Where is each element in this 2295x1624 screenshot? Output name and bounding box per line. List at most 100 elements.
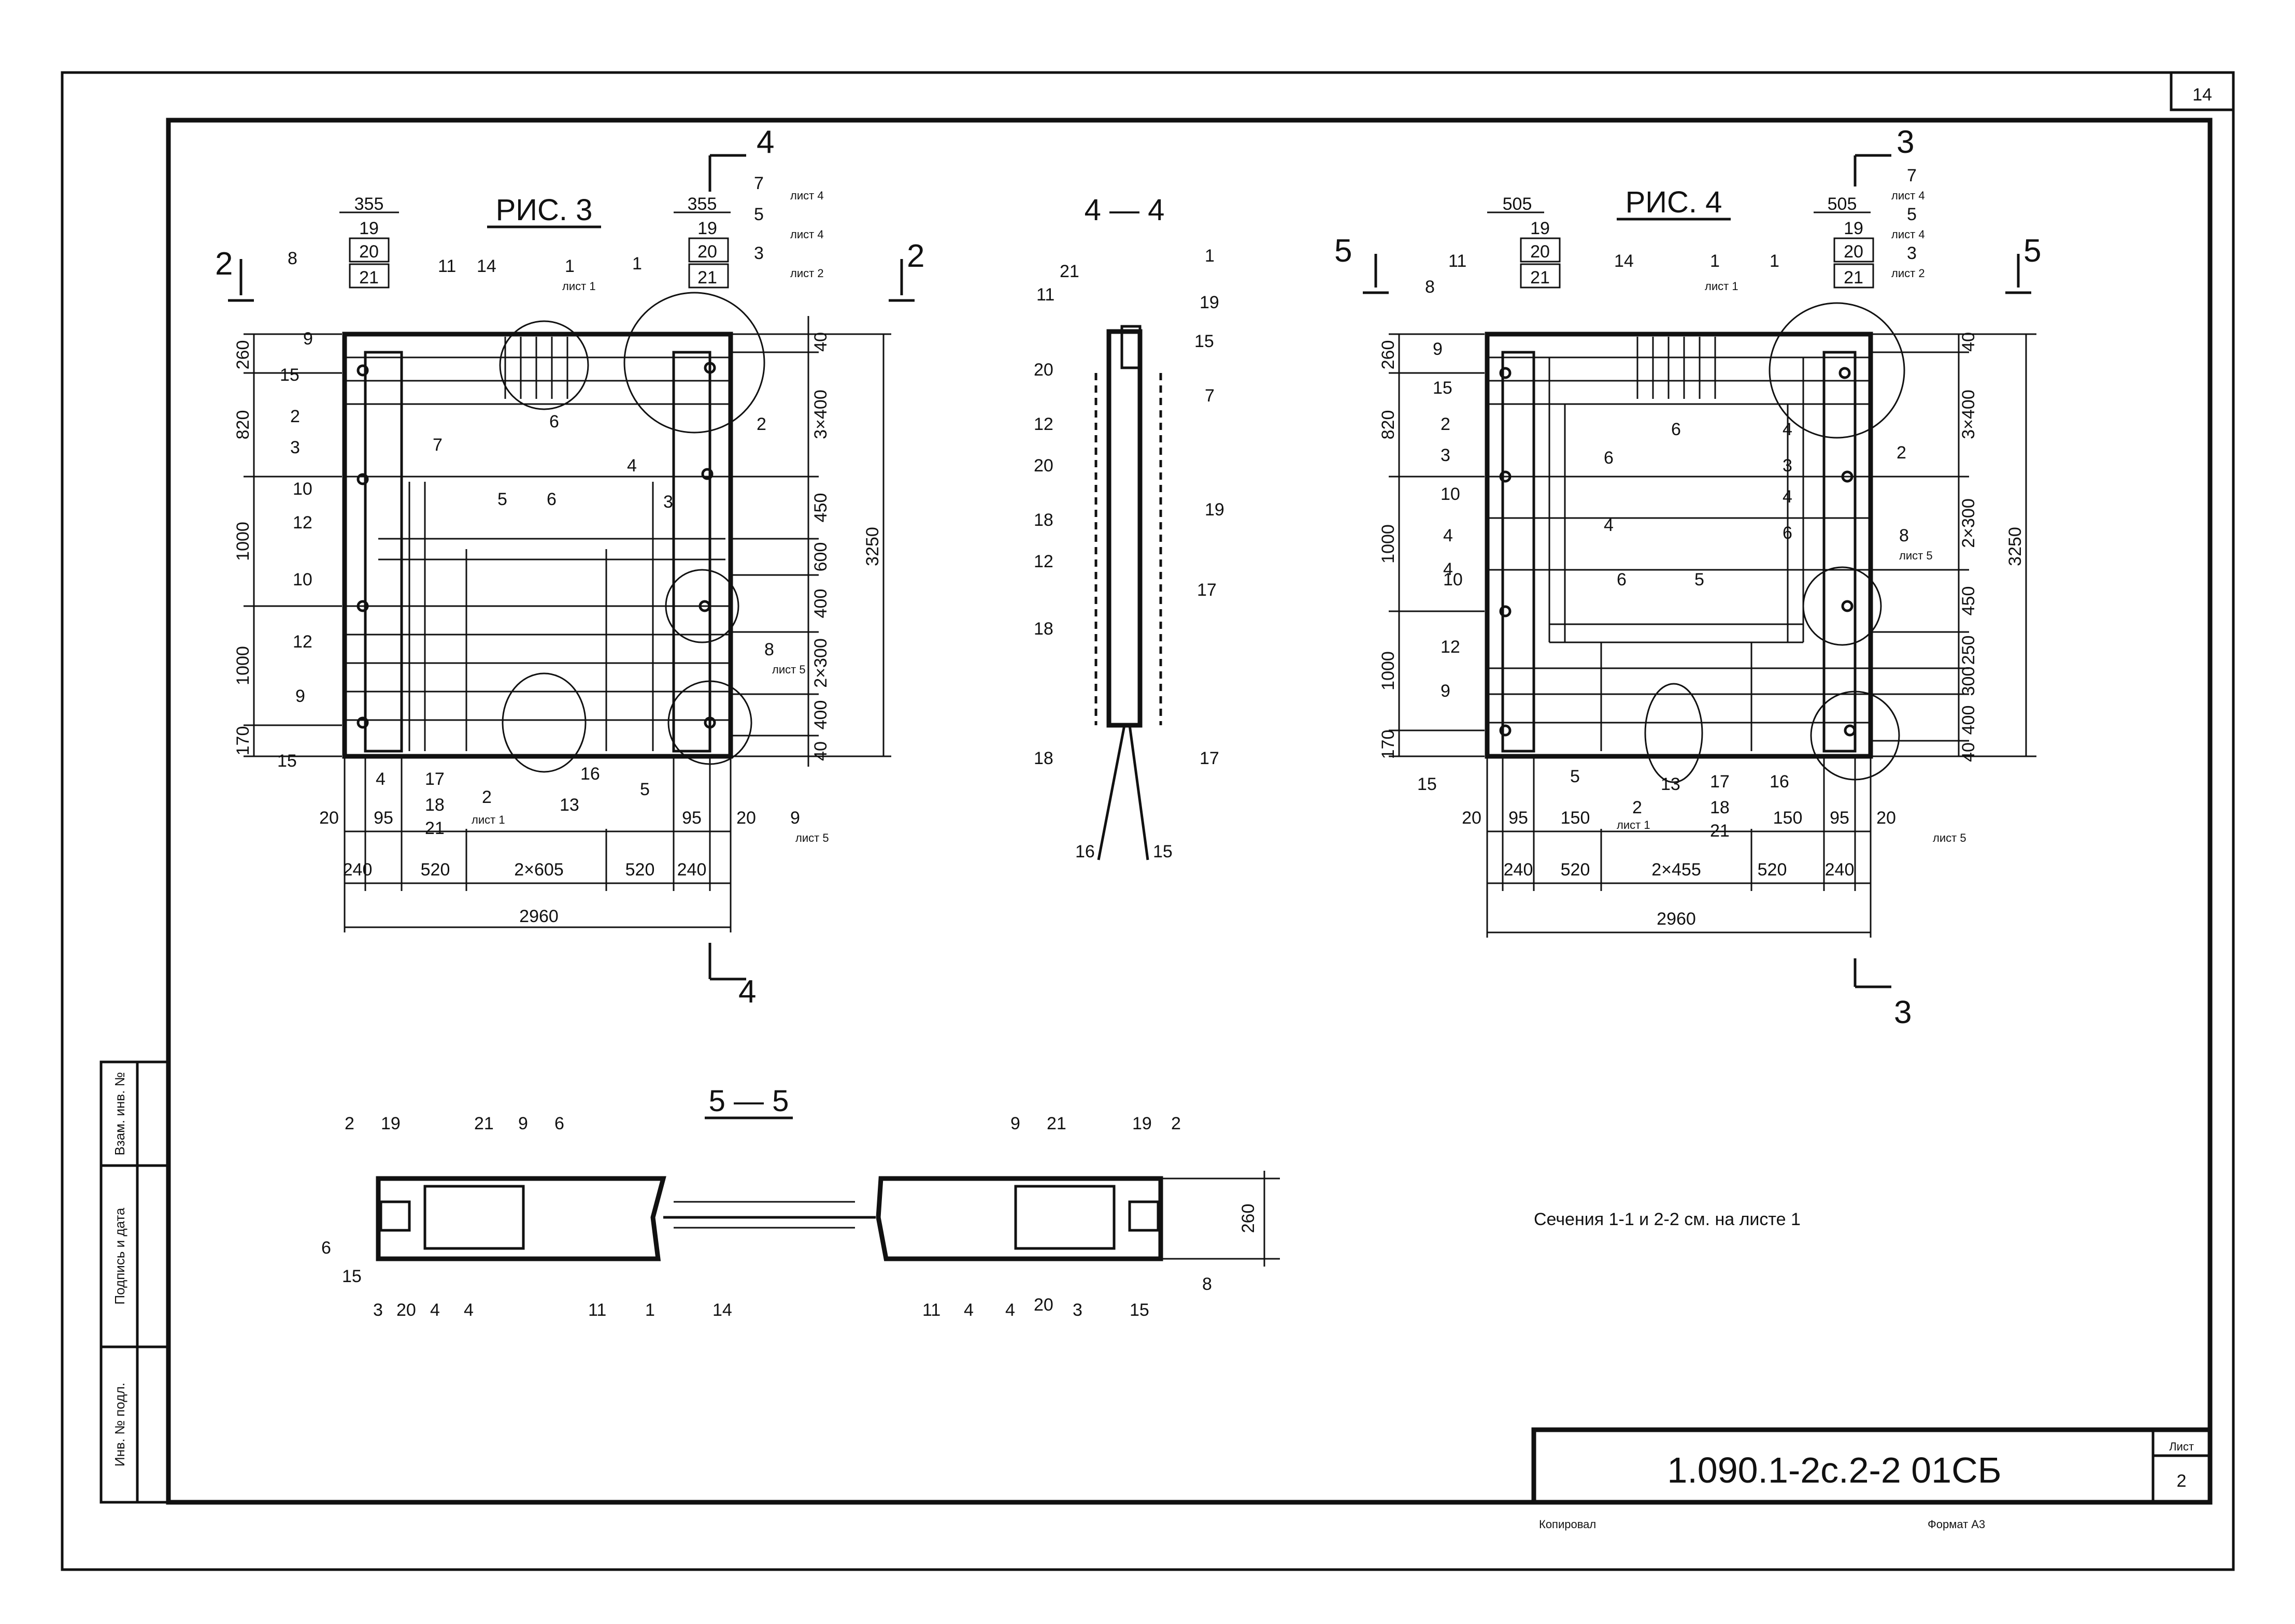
fig4-sec-right: 5 (2023, 233, 2041, 269)
fig4-bottom1-1: 95 (1508, 808, 1528, 828)
svg-text:18: 18 (1034, 619, 1053, 639)
svg-text:4: 4 (1783, 420, 1792, 439)
svg-text:11: 11 (438, 256, 456, 276)
svg-text:16: 16 (1075, 842, 1095, 861)
fig4-bottom2-0: 240 (1504, 860, 1533, 880)
fig3-stack-right-1: 20 (697, 242, 717, 262)
svg-text:16: 16 (580, 764, 600, 784)
svg-text:4: 4 (1604, 515, 1614, 535)
fig4-left-dim-0: 260 (1378, 340, 1398, 370)
svg-text:10: 10 (293, 570, 312, 590)
svg-text:2: 2 (482, 787, 492, 807)
svg-text:13: 13 (560, 795, 579, 815)
fig3-sec-right: 2 (907, 238, 924, 274)
svg-text:10: 10 (1441, 484, 1460, 504)
fig4-callout-ref-1: лист 4 (1891, 228, 1925, 241)
svg-text:9: 9 (295, 686, 305, 706)
svg-text:17: 17 (1710, 772, 1730, 792)
strip-label-signature: Подпись и дата (112, 1208, 127, 1305)
sheet-number: 2 (2177, 1471, 2187, 1491)
fig3-ref-list5-bottom: лист 5 (795, 831, 829, 844)
fig4-bottom2-1: 520 (1561, 860, 1590, 880)
fig3-left-dim-1: 820 (233, 410, 253, 440)
svg-text:12: 12 (1441, 637, 1460, 657)
svg-text:15: 15 (277, 751, 297, 771)
svg-text:12: 12 (1034, 552, 1053, 571)
svg-text:4: 4 (464, 1300, 474, 1320)
svg-text:12: 12 (293, 513, 312, 533)
svg-text:14: 14 (712, 1300, 732, 1320)
svg-text:3: 3 (1073, 1300, 1082, 1320)
svg-text:20: 20 (396, 1300, 416, 1320)
fig4-left-dim-2: 1000 (1378, 524, 1398, 564)
fig4-stack-left-0: 19 (1530, 219, 1550, 238)
svg-text:19: 19 (1132, 1114, 1152, 1133)
fig3-sec-bottom: 4 (738, 974, 756, 1010)
fig3-top-right-dim: 355 (688, 194, 717, 214)
fig4-outline (1485, 332, 1873, 759)
svg-text:2: 2 (1897, 443, 1906, 463)
svg-text:3: 3 (663, 492, 673, 512)
fig4-callout-ref-2: лист 2 (1891, 267, 1925, 280)
fig4-ref-list5-bottom: лист 5 (1933, 831, 1966, 844)
svg-text:3: 3 (373, 1300, 383, 1320)
svg-text:4: 4 (1443, 559, 1453, 579)
fig4-right-dim-6: 400 (1959, 706, 1978, 735)
fig4-stack-left-2: 21 (1530, 268, 1550, 288)
svg-text:19: 19 (1205, 500, 1224, 520)
fig4-left-dim-4: 170 (1378, 730, 1398, 759)
fig4-overall-height: 3250 (2005, 527, 2025, 566)
svg-text:9: 9 (790, 808, 800, 828)
format-label: Формат А3 (1928, 1518, 1985, 1531)
svg-text:4: 4 (430, 1300, 440, 1320)
svg-text:6: 6 (554, 1114, 564, 1133)
fig4-overall-width: 2960 (1657, 909, 1696, 929)
fig4-sec-bottom: 3 (1894, 995, 1912, 1030)
fig4-right-dim-1: 3×400 (1959, 390, 1978, 439)
sec55-height-dim: 260 (1238, 1204, 1258, 1233)
svg-text:18: 18 (425, 795, 445, 815)
sec55-title: 5 — 5 (709, 1084, 789, 1118)
svg-text:2: 2 (1441, 414, 1450, 434)
fig4-left-dim-3: 1000 (1378, 651, 1398, 691)
fig3-callout-top-3: 3 (754, 243, 764, 263)
fig3-callout-ref-0: лист 4 (790, 189, 824, 202)
fig4-callout-top-3: 3 (1907, 243, 1917, 263)
fig4-stack-left-1: 20 (1530, 242, 1550, 262)
fig4-bottom2-4: 240 (1825, 860, 1855, 880)
title-block: 1.090.1-2с.2-2 01СБ Лист 2 Копировал Фор… (1531, 1427, 2213, 1531)
fig3-ref-list1-top: лист 1 (562, 280, 596, 293)
fig4-inner-labels: 11 14 1 1 6 6 4 6 5 4 3 4 6 2 8 5 13 17 … (1448, 251, 1909, 841)
fig3-inner-labels: 11 14 1 1 6 7 5 6 4 3 2 8 4 17 18 21 2 1… (376, 254, 800, 838)
sec55-top-right: 9 21 19 2 (1010, 1114, 1181, 1133)
fig3-bottom1-3: 20 (736, 808, 756, 828)
fig3-overall-height: 3250 (863, 527, 882, 566)
fig4-top-right-dim: 505 (1828, 194, 1857, 214)
svg-text:6: 6 (549, 412, 559, 432)
outer-border (61, 71, 2235, 1571)
fig3-callout-ref-1: лист 4 (790, 228, 824, 241)
fig3-ref-list1-bottom: лист 1 (472, 813, 505, 826)
svg-text:6: 6 (1783, 523, 1792, 543)
svg-text:15: 15 (1194, 332, 1214, 351)
strip-label-inventory: Инв. № подл. (112, 1383, 127, 1467)
binding-strip: Взам. инв. № Подпись и дата Инв. № подл. (99, 1060, 170, 1504)
svg-text:2: 2 (345, 1114, 354, 1133)
fig4-callout-ref-0: лист 4 (1891, 189, 1925, 202)
svg-text:15: 15 (1153, 842, 1173, 861)
fig4-right-dim-3: 450 (1959, 586, 1978, 616)
fig4-bottom2-2: 2×455 (1651, 860, 1701, 880)
fig3-callout-top-7: 7 (754, 174, 764, 193)
svg-text:8: 8 (1899, 526, 1909, 545)
svg-text:7: 7 (1205, 386, 1215, 406)
sec55-top-left: 2 19 21 9 6 (345, 1114, 564, 1133)
fig3-bottom2-1: 520 (421, 860, 450, 880)
svg-text:6: 6 (1617, 570, 1627, 590)
fig3-right-dim-4: 400 (811, 589, 831, 619)
fig4-callout-top-5: 5 (1907, 205, 1917, 224)
fig3-bottom1-1: 95 (374, 808, 393, 828)
fig3-top-left-dim: 355 (354, 194, 384, 214)
fig3-right-dim-7: 40 (811, 741, 831, 761)
figure-3: РИС. 3 (215, 124, 924, 1010)
